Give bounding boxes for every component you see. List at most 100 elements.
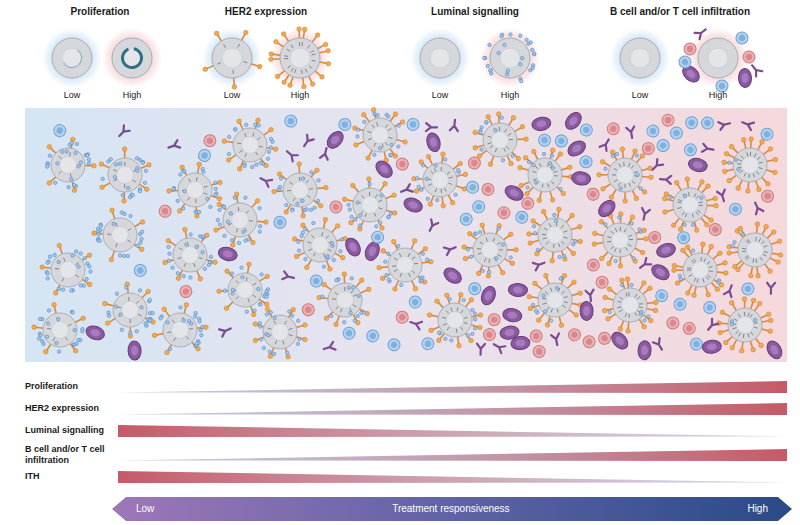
illustration-part xyxy=(236,281,239,284)
illustration-part xyxy=(478,325,483,330)
illustration-part xyxy=(56,162,59,165)
illustration-part xyxy=(562,291,565,294)
illustration-part xyxy=(486,274,491,279)
illustration-part xyxy=(110,208,115,213)
illustration-part xyxy=(527,160,530,163)
illustration-part xyxy=(54,181,57,184)
immune-cell xyxy=(672,296,688,312)
illustration-part xyxy=(52,123,67,138)
illustration-part xyxy=(677,207,681,208)
tumour-cell xyxy=(52,38,92,78)
illustration-part xyxy=(105,321,110,326)
illustration-part xyxy=(335,224,340,229)
illustration-part xyxy=(349,308,351,311)
illustration-part xyxy=(659,141,668,150)
illustration-part xyxy=(162,307,167,312)
illustration-part xyxy=(523,155,528,160)
illustration-part xyxy=(281,32,286,37)
illustration-part xyxy=(551,333,561,345)
illustration-part xyxy=(100,185,105,190)
illustration-part xyxy=(773,157,778,162)
illustration-part xyxy=(234,128,237,131)
illustration-part xyxy=(622,297,639,314)
illustration-part xyxy=(128,240,131,242)
illustration-part xyxy=(173,238,207,272)
immune-cell xyxy=(740,281,756,297)
illustration-part xyxy=(79,252,82,255)
illustration-part xyxy=(400,273,402,277)
immune-cell xyxy=(653,287,670,304)
illustration-part xyxy=(344,287,345,291)
illustration-part xyxy=(540,136,549,145)
illustration-part xyxy=(112,38,152,78)
illustration-part xyxy=(233,196,236,199)
tumour-cell xyxy=(353,108,408,163)
immune-cell xyxy=(84,324,106,342)
illustration-part xyxy=(292,182,309,199)
illustration-part xyxy=(330,242,333,245)
illustration-part xyxy=(264,220,269,225)
immune-cell xyxy=(687,156,709,173)
immune-cell xyxy=(646,229,663,246)
illustration-part xyxy=(542,152,545,155)
illustration-part xyxy=(216,218,219,221)
illustration-part xyxy=(738,68,751,87)
illustration-part xyxy=(600,159,605,164)
illustration-part xyxy=(550,288,551,292)
illustration-part xyxy=(113,175,116,178)
illustration-part xyxy=(457,307,459,311)
immune-cell xyxy=(759,126,776,143)
illustration-part xyxy=(655,137,672,154)
immune-cell xyxy=(695,26,709,39)
illustration-part xyxy=(390,143,393,146)
illustration-part xyxy=(168,252,171,255)
illustration-part xyxy=(57,243,62,248)
illustration-part xyxy=(246,210,249,213)
illustration-part xyxy=(718,251,723,256)
illustration-part xyxy=(711,225,719,233)
illustration-part xyxy=(107,314,110,317)
illustration-part xyxy=(394,258,397,260)
tumour-cell xyxy=(602,277,658,333)
illustration-part xyxy=(385,273,388,276)
illustration-part xyxy=(253,309,256,312)
immune-cell xyxy=(645,124,660,139)
illustration-part xyxy=(447,312,464,329)
illustration-part xyxy=(496,112,501,117)
illustration-part xyxy=(227,152,230,155)
illustration-part xyxy=(469,338,474,343)
cell-glow xyxy=(480,28,540,88)
illustration-part xyxy=(727,251,732,256)
illustration-part xyxy=(441,152,446,157)
illustration-part xyxy=(681,320,697,336)
illustration-part xyxy=(293,198,295,201)
illustration-part xyxy=(135,330,138,333)
illustration-part xyxy=(120,211,123,214)
illustration-part xyxy=(72,188,77,193)
illustration-part xyxy=(275,74,280,79)
illustration-part xyxy=(374,213,376,217)
illustration-part xyxy=(519,34,522,37)
illustration-part xyxy=(533,345,545,357)
illustration-part xyxy=(122,199,127,204)
illustration-part xyxy=(707,262,710,265)
illustration-part xyxy=(754,318,757,321)
illustration-part xyxy=(759,162,763,164)
illustration-part xyxy=(207,137,214,144)
illustration-part xyxy=(284,115,297,128)
illustration-part xyxy=(47,181,52,186)
illustration-part xyxy=(497,242,500,244)
illustration-part xyxy=(251,240,256,245)
feature-panels xyxy=(42,26,762,94)
illustration-part xyxy=(544,228,547,230)
illustration-part xyxy=(727,178,732,183)
illustration-part xyxy=(553,133,570,150)
illustration-part xyxy=(414,189,419,194)
illustration-part xyxy=(73,348,78,353)
illustration-part xyxy=(738,226,743,231)
illustration-part xyxy=(237,241,240,244)
illustration-part xyxy=(159,205,172,218)
illustration-part xyxy=(375,194,377,197)
illustration-part xyxy=(75,275,78,277)
immune-cell xyxy=(468,281,483,296)
